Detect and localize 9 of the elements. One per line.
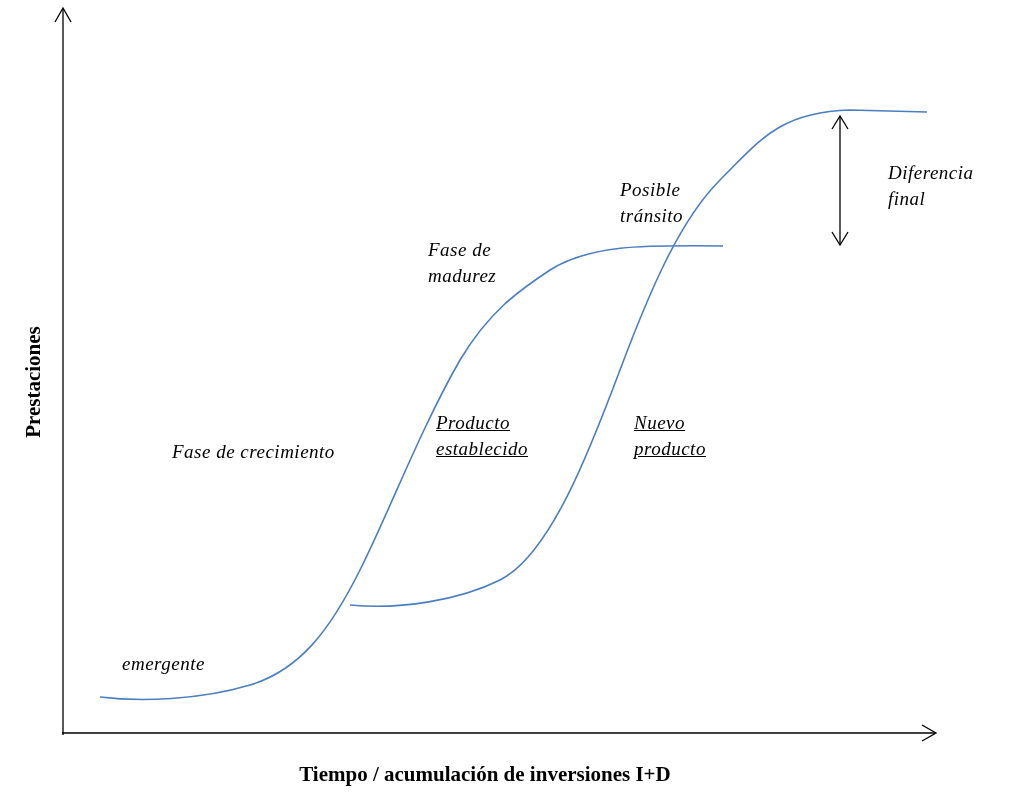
curve-label: emergente — [122, 652, 205, 676]
curve-label: Diferencia final — [888, 161, 975, 211]
curve-label: Posible tránsito — [620, 178, 685, 228]
axis-title: Tiempo / acumulación de inversiones I+D — [299, 764, 671, 785]
curve-label: Fase de crecimiento — [172, 440, 335, 464]
axis-title: Prestaciones — [22, 326, 44, 438]
curve-label: Nuevo producto — [634, 411, 707, 461]
curve-label: Fase de madurez — [428, 238, 498, 288]
curve-label: Producto establecido — [436, 411, 530, 461]
